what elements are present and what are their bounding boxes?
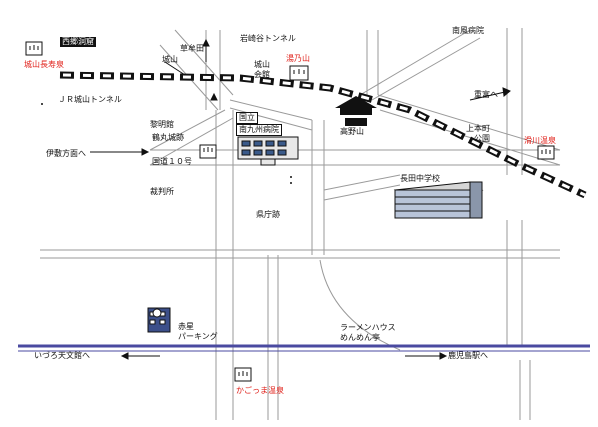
label-nagata-school: 長田中学校 (400, 174, 440, 183)
label-hospital-line2: 南九州病院 (236, 124, 282, 136)
label-to-kagoshima-station: 鹿児島駅へ (448, 351, 488, 360)
label-takanoyama: 高野山 (340, 127, 364, 136)
road-diagonal-left (149, 109, 234, 166)
label-to-jusho: 重富へ (474, 90, 498, 99)
label-tsurumaru: 鶴丸城跡 (152, 133, 184, 142)
label-hospital-line1: 国立 (236, 112, 258, 124)
hot-spring-icon-kagomma (234, 367, 252, 382)
hot-spring-icon-kamimura (537, 145, 555, 160)
label-reimeikan: 黎明館 (150, 120, 174, 129)
label-soyuden: 草牟田 (180, 44, 204, 53)
road-diagonal-top (159, 29, 234, 111)
marker-dots (41, 103, 292, 184)
road-diagonal-curve (229, 99, 313, 131)
label-shiroyama: 城山 (162, 55, 178, 64)
road-vertical-7 (519, 360, 531, 420)
arrow-shiroyama (164, 61, 186, 76)
hot-spring-icon-yunoyama (289, 65, 309, 81)
parking-building-icon (147, 307, 171, 333)
label-ramen: ラーメンハウス めんめん亭 (340, 323, 396, 342)
label-to-isa: 伊敷方面へ (46, 149, 86, 158)
hot-spring-icon-tsurumaru (199, 144, 217, 159)
road-vertical-2 (267, 255, 279, 420)
label-shiroyama-choju: 城山長寿泉 (24, 60, 64, 69)
label-shiroyama-kaikan: 城山 会館 (254, 60, 270, 79)
label-yunoyama: 湯乃山 (286, 54, 310, 63)
road-diagonal-right (377, 94, 561, 166)
road-curve-bottom (319, 259, 401, 351)
label-kagomma-onsen: かごっま温泉 (236, 386, 284, 395)
label-akahoshi-parking: 赤星 パーキング (178, 322, 218, 341)
hospital-building-icon (237, 136, 299, 166)
label-iwasakidani: 岩崎谷トンネル (240, 34, 296, 43)
road-diagonal-upper (359, 29, 481, 101)
road-horizontal-middle (40, 249, 560, 259)
road-vertical-6 (506, 220, 523, 345)
arrow-to-jusho (469, 91, 506, 101)
label-kamimura-onsen: 滑川温泉 (524, 136, 556, 145)
label-nanpu-hospital: 南風病院 (452, 26, 484, 35)
road-vertical-1 (215, 110, 234, 420)
label-route10: 国道１０号 (152, 157, 192, 166)
school-building-icon (393, 181, 484, 219)
jr-rail-line-inner (59, 73, 586, 197)
label-court: 裁判所 (150, 187, 174, 196)
label-saigo-cave: 西郷洞窟 (60, 37, 96, 47)
label-jr-tunnel: ＪＲ城山トンネル (58, 95, 122, 104)
castle-icon (335, 96, 377, 126)
road-vertical-3 (311, 120, 325, 255)
road-lower-right (323, 174, 401, 201)
label-kamihonmachi: 上本町 公園 (466, 124, 490, 143)
label-prefecture-site: 県庁跡 (256, 210, 280, 219)
label-to-izuro: いづろ天文館へ (34, 351, 90, 360)
hot-spring-icon-saigo (25, 41, 43, 56)
